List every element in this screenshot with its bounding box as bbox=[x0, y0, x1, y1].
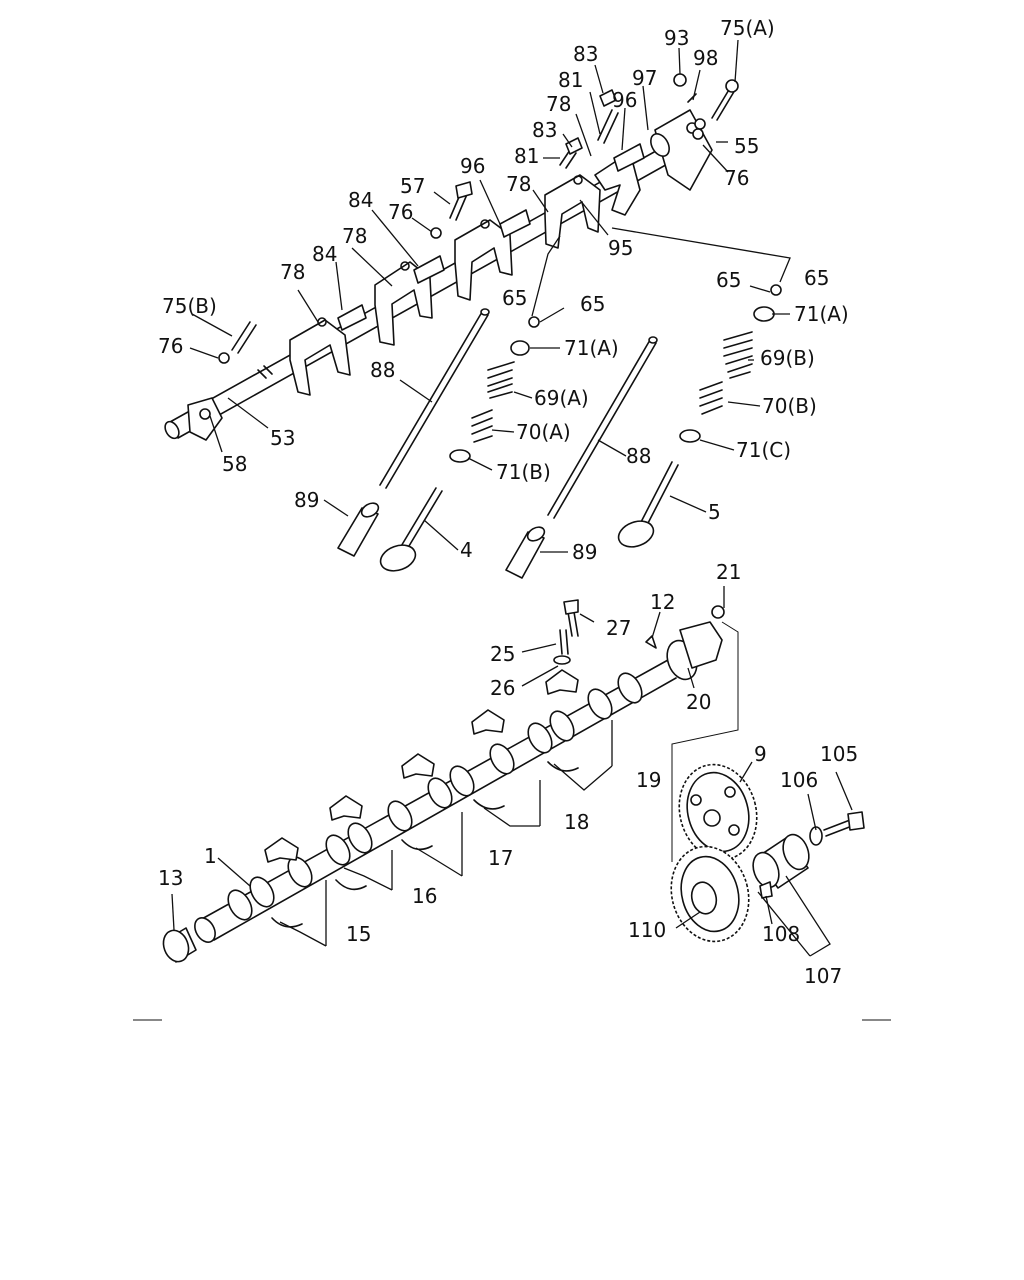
label-95: 95 bbox=[608, 236, 634, 260]
valve-spring bbox=[679, 381, 723, 443]
rocker-arm bbox=[544, 174, 601, 249]
label-71a-right: 71(A) bbox=[794, 302, 849, 326]
label-71c: 71(C) bbox=[736, 438, 792, 462]
label-5: 5 bbox=[708, 500, 721, 524]
label-88-left: 88 bbox=[370, 358, 396, 382]
label-65-r2: 65 bbox=[804, 266, 830, 290]
label-19: 19 bbox=[636, 768, 662, 792]
label-15: 15 bbox=[346, 922, 372, 946]
label-78-far: 78 bbox=[280, 260, 306, 284]
label-71b: 71(B) bbox=[496, 460, 551, 484]
label-105: 105 bbox=[820, 742, 859, 766]
label-89-left: 89 bbox=[294, 488, 320, 512]
label-21: 21 bbox=[716, 560, 742, 584]
label-13: 13 bbox=[158, 866, 184, 890]
label-26: 26 bbox=[490, 676, 516, 700]
label-88-right: 88 bbox=[626, 444, 652, 468]
label-70a: 70(A) bbox=[516, 420, 571, 444]
label-84-upper: 84 bbox=[348, 188, 374, 212]
label-58: 58 bbox=[222, 452, 248, 476]
label-57: 57 bbox=[400, 174, 426, 198]
label-65-m2: 65 bbox=[580, 292, 606, 316]
valve-spring bbox=[723, 306, 775, 379]
label-83-top: 83 bbox=[573, 42, 599, 66]
valve-spring bbox=[487, 340, 530, 399]
label-53: 53 bbox=[270, 426, 296, 450]
label-96-mid: 96 bbox=[460, 154, 486, 178]
label-76-left: 76 bbox=[158, 334, 184, 358]
label-65-r1: 65 bbox=[716, 268, 742, 292]
label-107: 107 bbox=[804, 964, 843, 988]
leader-lines bbox=[133, 39, 891, 1021]
label-17: 17 bbox=[488, 846, 514, 870]
label-81-mid: 81 bbox=[514, 144, 540, 168]
label-69a: 69(A) bbox=[534, 386, 589, 410]
label-75b: 75(B) bbox=[162, 294, 217, 318]
label-55: 55 bbox=[734, 134, 760, 158]
label-76-mid: 76 bbox=[388, 200, 414, 224]
label-70b: 70(B) bbox=[762, 394, 817, 418]
label-89-right: 89 bbox=[572, 540, 598, 564]
camshaft-assembly bbox=[162, 599, 725, 963]
label-78-left: 78 bbox=[342, 224, 368, 248]
label-20: 20 bbox=[686, 690, 712, 714]
label-18: 18 bbox=[564, 810, 590, 834]
label-1: 1 bbox=[204, 844, 217, 868]
label-71a-mid: 71(A) bbox=[564, 336, 619, 360]
label-16: 16 bbox=[412, 884, 438, 908]
label-84-lower: 84 bbox=[312, 242, 338, 266]
rocker-arm bbox=[289, 317, 351, 396]
label-83-mid: 83 bbox=[532, 118, 558, 142]
label-76-right: 76 bbox=[724, 166, 750, 190]
label-12: 12 bbox=[650, 590, 676, 614]
label-9: 9 bbox=[754, 742, 767, 766]
label-106: 106 bbox=[780, 768, 819, 792]
label-98: 98 bbox=[693, 46, 719, 70]
label-75a-top: 75(A) bbox=[720, 16, 775, 40]
label-78-mid: 78 bbox=[506, 172, 532, 196]
label-96-top: 96 bbox=[612, 88, 638, 112]
valve-spring bbox=[449, 409, 493, 463]
label-97: 97 bbox=[632, 66, 658, 90]
valve-train-parts bbox=[337, 284, 782, 579]
label-110: 110 bbox=[628, 918, 667, 942]
label-65-m1: 65 bbox=[502, 286, 528, 310]
label-93: 93 bbox=[664, 26, 690, 50]
label-25: 25 bbox=[490, 642, 516, 666]
rocker-shaft-assembly bbox=[164, 73, 739, 441]
label-4: 4 bbox=[460, 538, 473, 562]
label-78-top: 78 bbox=[546, 92, 572, 116]
label-81-top: 81 bbox=[558, 68, 584, 92]
idler-gear bbox=[670, 845, 750, 943]
label-27: 27 bbox=[606, 616, 632, 640]
label-108: 108 bbox=[762, 922, 801, 946]
cam-gear bbox=[678, 763, 758, 861]
label-69b: 69(B) bbox=[760, 346, 815, 370]
cam-lobes bbox=[227, 672, 643, 921]
gear-assembly bbox=[670, 763, 865, 943]
